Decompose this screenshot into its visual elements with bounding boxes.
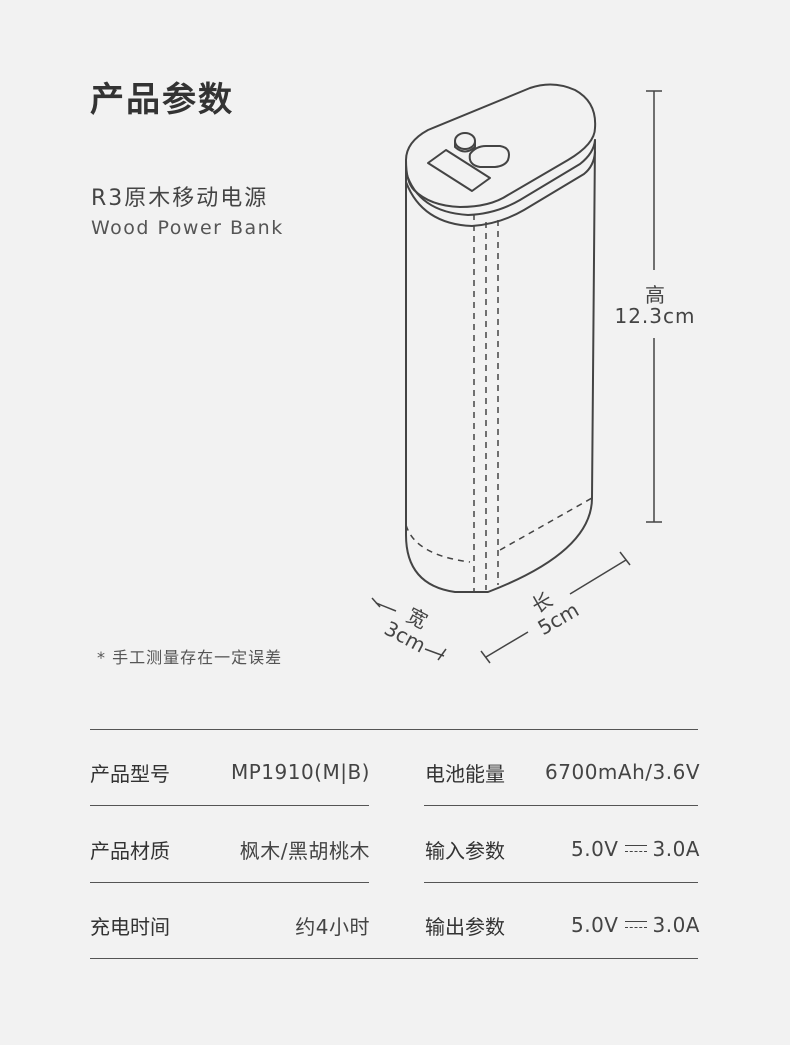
spec-input: 输入参数 5.0V 3.0A <box>425 829 700 869</box>
spec-input-value: 5.0V 3.0A <box>571 837 700 861</box>
usb-c-port <box>468 145 510 168</box>
spec-battery-label: 电池能量 <box>425 761 505 786</box>
spec-charge-value: 约4小时 <box>295 914 370 939</box>
height-value: 12.3cm <box>614 304 695 328</box>
display-window <box>427 149 491 192</box>
product-name-english: Wood Power Bank <box>91 217 284 239</box>
spec-output: 输出参数 5.0V 3.0A <box>425 905 700 945</box>
spec-input-voltage: 5.0V <box>571 837 619 861</box>
spec-table-top-divider <box>90 729 698 730</box>
power-bank-body <box>405 139 596 593</box>
page-title: 产品参数 <box>90 80 234 120</box>
spec-charge-time: 充电时间 约4小时 <box>90 905 370 945</box>
spec-material-label: 产品材质 <box>90 838 170 863</box>
spec-row-divider <box>90 805 369 806</box>
product-name: R3原木移动电源 <box>91 186 269 211</box>
spec-charge-label: 充电时间 <box>90 914 170 939</box>
spec-output-value: 5.0V 3.0A <box>571 913 700 937</box>
power-button <box>454 132 476 150</box>
spec-material-value: 枫木/黑胡桃木 <box>239 838 370 863</box>
spec-row-divider <box>424 805 698 806</box>
spec-model-value: MP1910(M|B) <box>230 760 370 784</box>
spec-output-voltage: 5.0V <box>571 913 619 937</box>
spec-model-label: 产品型号 <box>90 761 170 786</box>
dc-symbol-icon <box>624 844 647 853</box>
spec-table-bottom-divider <box>90 958 698 959</box>
spec-battery-value: 6700mAh/3.6V <box>545 760 700 784</box>
spec-input-current: 3.0A <box>652 837 700 861</box>
spec-input-label: 输入参数 <box>425 838 505 863</box>
spec-row-divider <box>90 882 369 883</box>
spec-battery: 电池能量 6700mAh/3.6V <box>425 752 700 792</box>
spec-output-current: 3.0A <box>652 913 700 937</box>
measurement-note: * 手工测量存在一定误差 <box>97 648 283 667</box>
height-label: 高 <box>645 283 665 307</box>
spec-row-divider <box>424 882 698 883</box>
spec-output-label: 输出参数 <box>425 914 505 939</box>
dc-symbol-icon <box>624 920 647 929</box>
power-bank-illustration: 高 12.3cm 宽 3cm 长 5cm <box>371 83 695 664</box>
spec-material: 产品材质 枫木/黑胡桃木 <box>90 829 370 869</box>
spec-model: 产品型号 MP1910(M|B) <box>90 752 370 792</box>
